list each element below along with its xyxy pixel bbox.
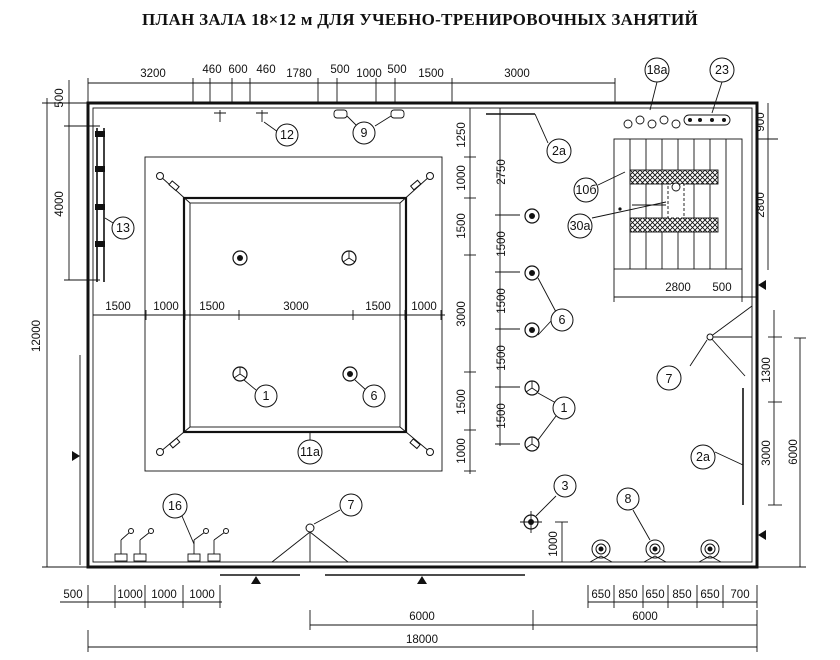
dim-right-edge-total: 6000: [788, 439, 800, 465]
dim-bottom-half-2: 6000: [632, 611, 658, 623]
dim-bottom-right-4: 850: [672, 589, 691, 601]
dim-right-edge-b: 3000: [761, 440, 773, 466]
dim-right-col-5: 1500: [496, 403, 508, 429]
dim-mat-side-top: 900: [755, 112, 767, 131]
dim-bottom-right-5: 650: [700, 589, 719, 601]
label-7-right: 7: [666, 372, 673, 386]
page-title: ПЛАН ЗАЛА 18×12 м ДЛЯ УЧЕБНО-ТРЕНИРОВОЧН…: [142, 10, 698, 29]
mats-area: 10б 30а 2800 500: [567, 138, 758, 302]
right-bag-column: 2750 1500 1500 1500 1500 6 1: [495, 108, 576, 452]
dim-top-7: 1000: [356, 68, 382, 80]
label-1-right: 1: [561, 401, 568, 415]
dim-mat-width: 2800: [665, 282, 691, 294]
dim-right-col-1: 2750: [496, 159, 508, 185]
bottom-equipment: 3 1000 8 7: [114, 474, 722, 584]
top-wall-equipment: 12 9: [214, 109, 405, 147]
dim-ring-v-5: 1500: [456, 389, 468, 415]
dim-ring-v-6: 1000: [456, 438, 468, 464]
dim-right-col-3: 1500: [496, 288, 508, 314]
label-18a: 18а: [647, 63, 668, 77]
hall-walls: [86, 101, 759, 569]
label-2a-right: 2а: [696, 450, 710, 464]
dim-bottom-half-1: 6000: [409, 611, 435, 623]
label-11a: 11а: [300, 445, 320, 459]
dim-top-2: 460: [202, 64, 221, 76]
dim-top-3: 600: [228, 64, 247, 76]
bottom-dimension-chains: 500 1000 1000 1000 650 850 650 850 650 7…: [60, 585, 758, 652]
dim-mat-gap: 500: [712, 282, 731, 294]
dim-ring-h-2: 1000: [153, 301, 179, 313]
label-2a-top: 2а: [552, 144, 566, 158]
label-10b: 10б: [575, 183, 596, 197]
dim-top-5: 1780: [286, 68, 312, 80]
dim-bottom-right-6: 700: [730, 589, 749, 601]
dim-left-middle: 4000: [54, 191, 66, 217]
label-30a: 30а: [570, 219, 591, 233]
dim-left-top: 500: [54, 88, 66, 107]
label-9: 9: [361, 126, 368, 140]
top-right-equipment: 2а 18а 23 900 2800: [486, 57, 778, 270]
label-12: 12: [280, 128, 294, 142]
label-7-bottom: 7: [348, 498, 355, 512]
label-13: 13: [116, 221, 130, 235]
dim-ring-v-2: 1000: [456, 165, 468, 191]
dim-top-6: 500: [330, 64, 349, 76]
label-8: 8: [625, 492, 632, 506]
label-6-ring: 6: [371, 389, 378, 403]
dim-ring-v-1: 1250: [456, 122, 468, 148]
dim-bottom-right-1: 650: [591, 589, 610, 601]
dim-top-4: 460: [256, 64, 275, 76]
dim-left-total: 12000: [31, 320, 43, 352]
left-wall-marker: [72, 355, 90, 565]
dim-ring-v-4: 3000: [456, 301, 468, 327]
dim-top-1: 3200: [140, 68, 166, 80]
dim-right-col-4: 1500: [496, 345, 508, 371]
dim-bottom-right-2: 850: [618, 589, 637, 601]
dim-top-9: 1500: [418, 68, 444, 80]
dim-top-8: 500: [387, 64, 406, 76]
label-6-right: 6: [559, 313, 566, 327]
label-1-ring: 1: [263, 389, 270, 403]
dim-top-10: 3000: [504, 68, 530, 80]
dim-ring-h-1: 1500: [105, 301, 131, 313]
label-3: 3: [562, 479, 569, 493]
dim-ring-h-4: 3000: [283, 301, 309, 313]
dim-bottom-total: 18000: [406, 634, 438, 646]
dim-bottom-left-3: 1000: [151, 589, 177, 601]
dim-bottom-left-2: 1000: [117, 589, 143, 601]
top-dimension-chain: 3200 460 600 460 1780 500 1000 500 1500 …: [87, 64, 616, 103]
dim-ring-h-5: 1500: [365, 301, 391, 313]
label-16: 16: [168, 499, 182, 513]
dim-right-edge-a: 1300: [761, 357, 773, 383]
dim-mat-side-height: 2800: [755, 192, 767, 218]
dim-bottom-left-4: 1000: [189, 589, 215, 601]
label-23: 23: [715, 63, 729, 77]
dim-bottom-left-1: 500: [63, 589, 82, 601]
ring: 1500 1000 1500 3000 1500 1000 1250 1000 …: [93, 108, 476, 474]
dim-ring-h-3: 1500: [199, 301, 225, 313]
dim-right-col-2: 1500: [496, 231, 508, 257]
dim-target: 1000: [548, 531, 560, 557]
dim-ring-v-3: 1500: [456, 213, 468, 239]
dim-ring-h-6: 1000: [411, 301, 437, 313]
dim-bottom-right-3: 650: [645, 589, 664, 601]
right-wall-equipment: 7 2а 1300 3000 6000: [656, 258, 806, 568]
left-dimensions: 12000 500 4000 13: [31, 80, 135, 568]
